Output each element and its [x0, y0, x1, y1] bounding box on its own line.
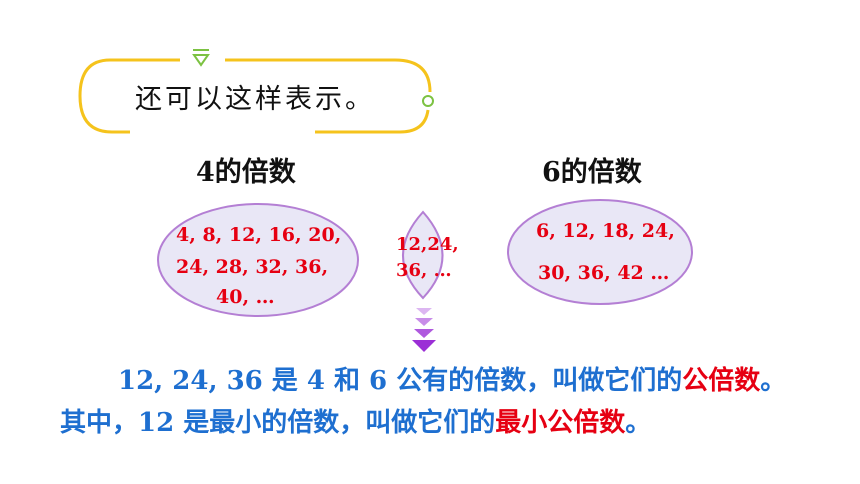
least-common-multiple-term: 最小公倍数	[495, 408, 626, 438]
intro-banner: 还可以这样表示。	[80, 60, 430, 132]
common-multiples-line-1: 12,24,	[396, 234, 459, 255]
common-multiple-definition-text: 12, 24, 36 是 4 和 6 公有的倍数，叫做它们的	[118, 366, 683, 396]
multiples-of-4-ellipse	[157, 203, 359, 317]
title-frame-bottom-line	[315, 109, 430, 134]
multiples-of-6-line-1: 6, 12, 18, 24,	[536, 220, 675, 242]
common-multiple-term: 公倍数	[682, 366, 761, 396]
common-multiples-line-2: 36, …	[396, 260, 452, 281]
down-arrow-icon	[412, 308, 436, 352]
multiples-of-6-heading: 6的倍数	[542, 157, 642, 188]
common-multiples-lens	[402, 210, 444, 300]
multiples-of-6-line-2: 30, 36, 42 …	[538, 262, 670, 284]
circle-marker-icon	[422, 95, 434, 107]
multiples-of-4-line-1: 4, 8, 12, 16, 20,	[176, 224, 342, 246]
multiples-of-6-ellipse	[507, 199, 693, 305]
triangle-marker-icon	[192, 49, 210, 67]
least-common-multiple-period: 。	[625, 408, 652, 438]
multiples-of-4-heading: 4的倍数	[196, 157, 296, 188]
multiples-of-4-line-3: 40, …	[216, 286, 275, 308]
title-frame-left-bracket	[78, 58, 180, 134]
title-frame-right-bracket	[225, 58, 432, 93]
least-common-multiple-definition: 其中，12 是最小的倍数，叫做它们的最小公倍数。	[60, 402, 651, 439]
multiples-of-4-line-2: 24, 28, 32, 36,	[176, 256, 329, 278]
common-multiple-definition: 12, 24, 36 是 4 和 6 公有的倍数，叫做它们的公倍数。	[118, 360, 786, 397]
common-multiple-period: 。	[760, 366, 787, 396]
least-common-multiple-definition-text: 其中，12 是最小的倍数，叫做它们的	[60, 408, 496, 438]
intro-text: 还可以这样表示。	[135, 83, 375, 115]
